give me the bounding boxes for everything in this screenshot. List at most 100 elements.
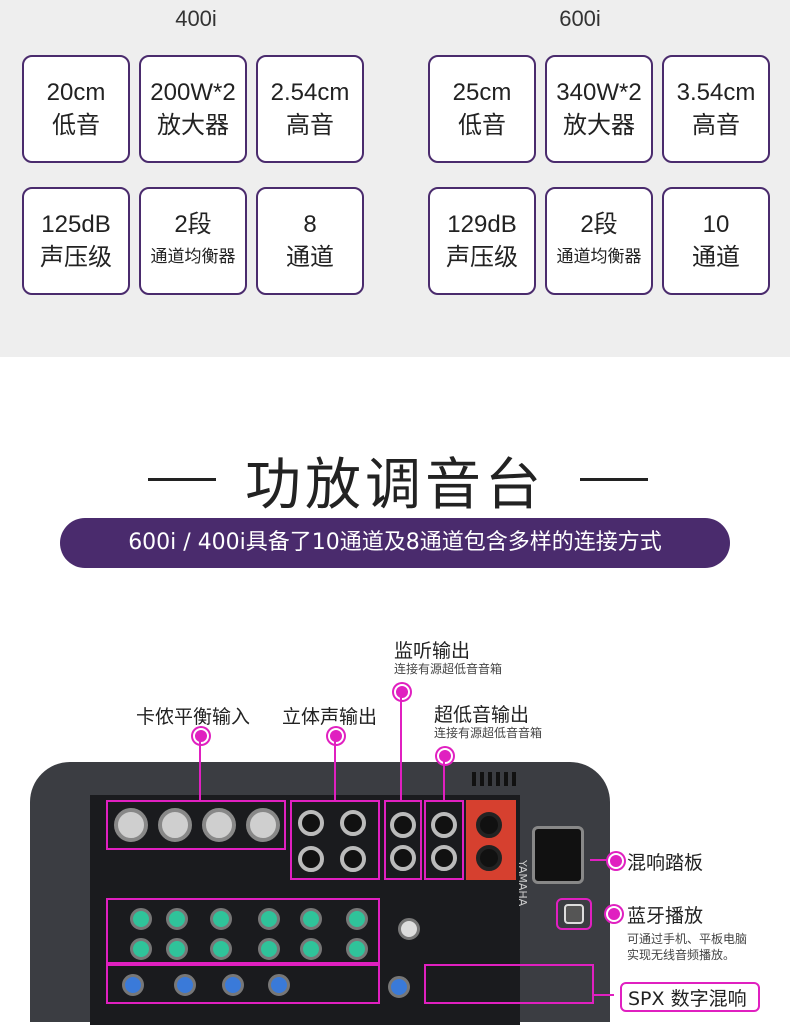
eq-knob[interactable] [300, 908, 322, 930]
reverb-knob[interactable] [222, 974, 244, 996]
spec-value: 8 [303, 211, 317, 238]
stereo-jack[interactable] [340, 846, 366, 872]
vent-slot [512, 772, 516, 786]
callout-line [334, 738, 336, 800]
eq-knob[interactable] [258, 908, 280, 930]
spec-label: 通道均衡器 [556, 247, 642, 267]
spec-value: 200W*2 [150, 79, 236, 106]
callout-line [199, 738, 201, 800]
spec-card-spl-400i: 125dB 声压级 [22, 187, 130, 295]
callout-dot [608, 853, 624, 869]
subwoofer-out-jack[interactable] [431, 812, 457, 838]
spec-label: 低音 [52, 111, 100, 139]
spec-label: 通道 [286, 243, 334, 271]
callout-reverb-pedal-label: 混响踏板 [627, 852, 704, 874]
spec-value: 129dB [447, 211, 517, 238]
spec-value: 2.54cm [270, 79, 350, 106]
spec-label: 高音 [692, 111, 740, 139]
vent-slot [472, 772, 476, 786]
eq-knob[interactable] [166, 938, 188, 960]
spec-value: 3.54cm [676, 79, 756, 106]
spec-card-woofer-600i: 25cm 低音 [428, 55, 536, 163]
monitor-out-jack[interactable] [390, 845, 416, 871]
vent-slot [504, 772, 508, 786]
spec-card-channels-600i: 10 通道 [662, 187, 770, 295]
reverb-knob[interactable] [268, 974, 290, 996]
callout-dot [606, 906, 622, 922]
spec-card-eq-600i: 2段 通道均衡器 [545, 187, 653, 295]
callout-subwoofer-desc: 连接有源超低音音箱 [434, 726, 543, 740]
xlr-input-2[interactable] [158, 808, 192, 842]
monitor-out-jack[interactable] [390, 812, 416, 838]
stereo-jack[interactable] [298, 846, 324, 872]
spec-card-amp-400i: 200W*2 放大器 [139, 55, 247, 163]
speaker-out-jack[interactable] [476, 845, 502, 871]
combo-input-highlight [106, 800, 286, 850]
callout-monitor-out-desc: 连接有源超低音音箱 [394, 662, 503, 676]
spec-label: 通道均衡器 [150, 247, 236, 267]
spec-card-eq-400i: 2段 通道均衡器 [139, 187, 247, 295]
spec-card-woofer-400i: 20cm 低音 [22, 55, 130, 163]
bluetooth-button[interactable] [564, 904, 584, 924]
speaker-out-jack[interactable] [476, 812, 502, 838]
callout-line [594, 994, 614, 996]
callout-bluetooth-label: 蓝牙播放 [627, 905, 704, 927]
model-name-600i: 600i [559, 6, 601, 31]
callout-dot [193, 728, 209, 744]
spec-value: 25cm [452, 79, 512, 106]
monitor-level-knob[interactable] [398, 918, 420, 940]
monitor-out-highlight [384, 800, 422, 880]
callout-bluetooth-desc-1: 可通过手机、平板电脑 [627, 932, 748, 946]
vent-slot [480, 772, 484, 786]
reverb-time-knob[interactable] [388, 976, 410, 998]
spec-label: 放大器 [157, 111, 229, 139]
reverb-knob[interactable] [174, 974, 196, 996]
spec-value: 2段 [174, 211, 212, 238]
xlr-input-1[interactable] [114, 808, 148, 842]
spec-value: 20cm [46, 79, 106, 106]
brand-logo: YAMAHA [516, 860, 529, 907]
eq-knob[interactable] [130, 908, 152, 930]
spec-value: 10 [702, 211, 730, 238]
section-title-wrap: 功放调音台 [0, 440, 790, 521]
eq-knob[interactable] [130, 938, 152, 960]
callout-bluetooth-desc-2: 实现无线音频播放。 [627, 948, 736, 962]
spec-card-tweeter-400i: 2.54cm 高音 [256, 55, 364, 163]
title-dash-left [148, 478, 216, 481]
callout-line [590, 859, 610, 861]
xlr-input-3[interactable] [202, 808, 236, 842]
eq-knob[interactable] [166, 908, 188, 930]
eq-knobs-highlight [106, 898, 380, 964]
section-title: 功放调音台 [245, 453, 545, 518]
xlr-input-4[interactable] [246, 808, 280, 842]
subwoofer-out-jack[interactable] [431, 845, 457, 871]
spec-card-spl-600i: 129dB 声压级 [428, 187, 536, 295]
spx-highlight [424, 964, 594, 1004]
title-dash-right [580, 478, 648, 481]
eq-knob[interactable] [346, 908, 368, 930]
spec-label: 高音 [286, 111, 334, 139]
spec-label: 低音 [458, 111, 506, 139]
spec-card-amp-600i: 340W*2 放大器 [545, 55, 653, 163]
spec-value: 2段 [580, 211, 618, 238]
callout-stereo-out-label: 立体声输出 [282, 706, 378, 728]
reverb-knob[interactable] [122, 974, 144, 996]
eq-knob[interactable] [346, 938, 368, 960]
eq-knob[interactable] [210, 908, 232, 930]
callout-dot [328, 728, 344, 744]
stereo-jack[interactable] [340, 810, 366, 836]
model-name-400i: 400i [175, 6, 217, 31]
stereo-jack[interactable] [298, 810, 324, 836]
callout-dot [437, 748, 453, 764]
eq-knob[interactable] [210, 938, 232, 960]
vent-slot [496, 772, 500, 786]
subtitle-banner: 600i / 400i具备了10通道及8通道包含多样的连接方式 [60, 518, 730, 568]
callout-subwoofer-label: 超低音输出 [434, 704, 530, 726]
spec-value: 340W*2 [556, 79, 642, 106]
spec-label: 通道 [692, 243, 740, 271]
eq-knob[interactable] [258, 938, 280, 960]
callout-line [400, 694, 402, 800]
spec-card-channels-400i: 8 通道 [256, 187, 364, 295]
spec-label: 声压级 [446, 243, 518, 271]
eq-knob[interactable] [300, 938, 322, 960]
